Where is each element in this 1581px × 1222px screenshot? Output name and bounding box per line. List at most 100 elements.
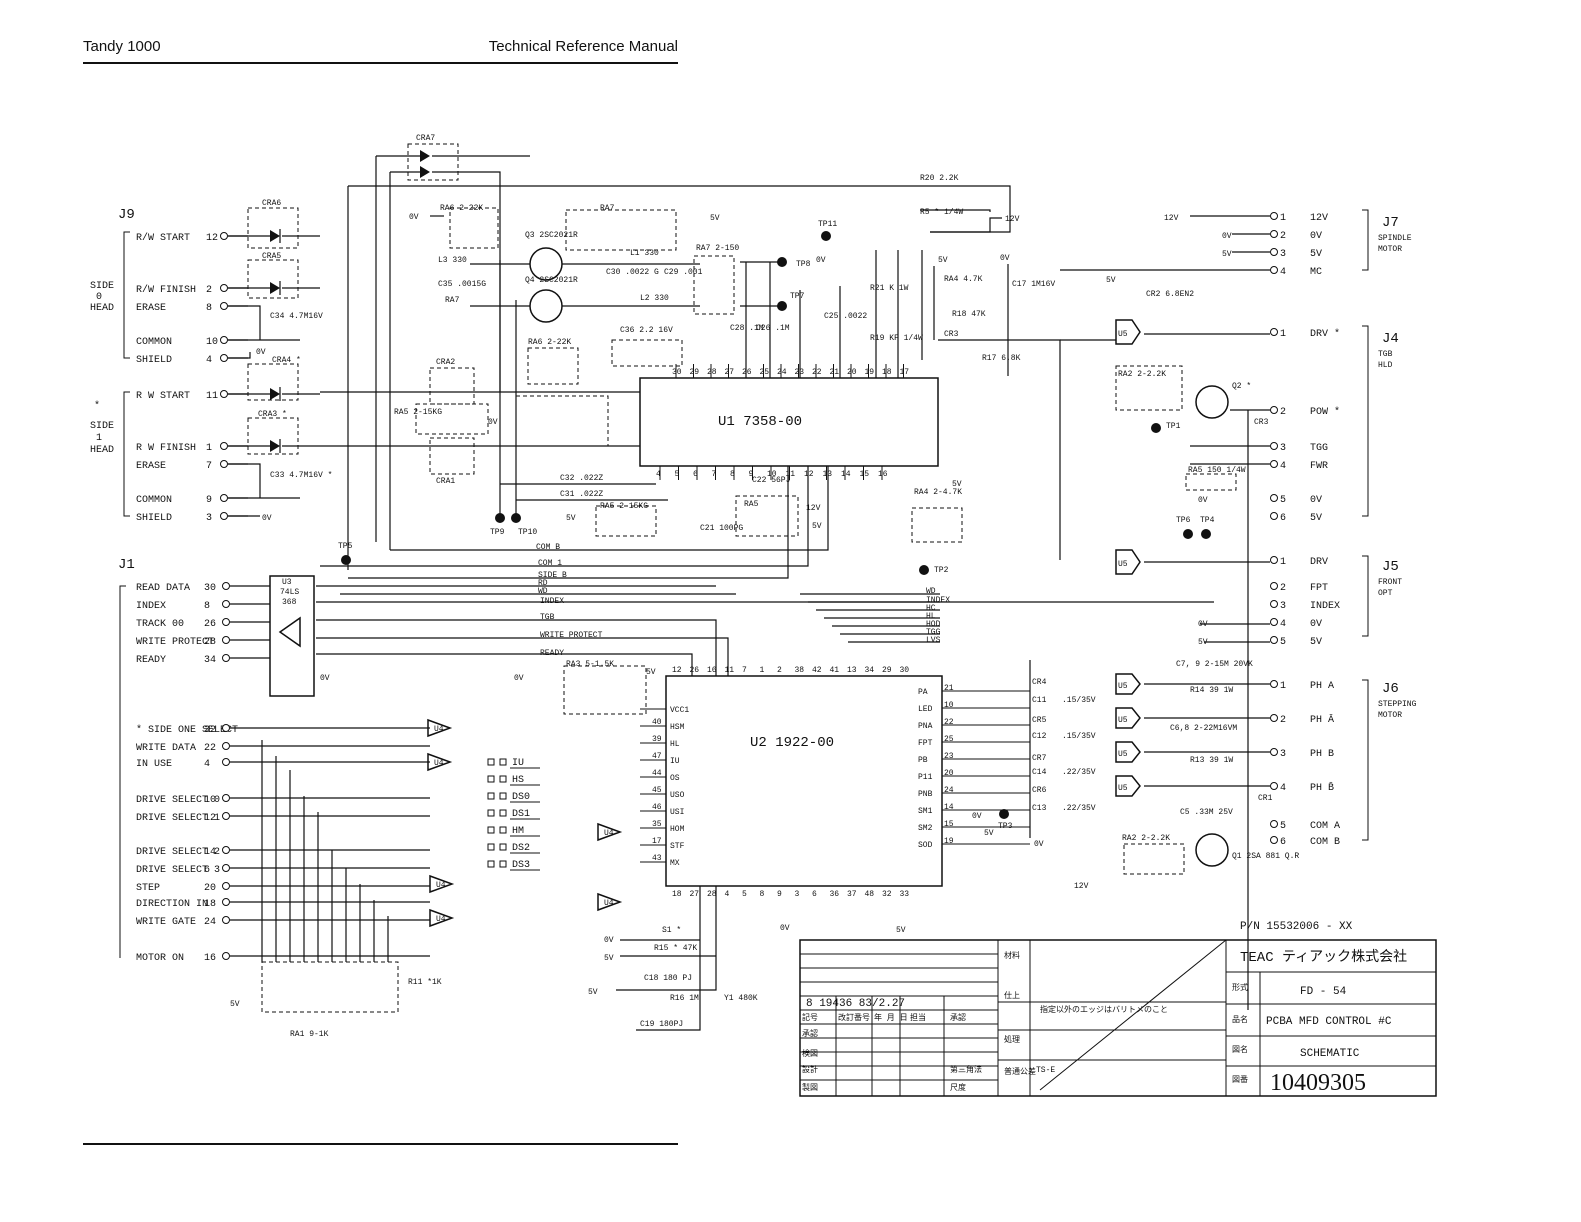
buffer-output-label: IU [512, 758, 524, 769]
j9-pin-name: R W START [136, 391, 190, 402]
svg-text:Q3 2SC2021R: Q3 2SC2021R [525, 231, 578, 240]
j6-pin-number: 5 [1280, 821, 1286, 832]
u2-right-pin-number: 10 [944, 701, 954, 710]
j9-pin-name: ERASE [136, 461, 166, 472]
j1-pin-name: DRIVE SELECT 0 [136, 795, 220, 806]
svg-text:C33 4.7M16V *: C33 4.7M16V * [270, 471, 332, 480]
buffer-output-pin [499, 758, 507, 766]
j4-subtitle: TGB [1378, 350, 1393, 359]
j5-pin-terminal [1270, 556, 1278, 564]
j7-pin-number: 2 [1280, 231, 1286, 242]
j9-pin-number: 4 [206, 355, 212, 366]
u1-top-pin-number: 26 [742, 368, 752, 377]
svg-text:CR5: CR5 [1032, 716, 1047, 725]
u3-chip: U3 74LS 368 0V [269, 575, 330, 697]
j9-pin-number: 2 [206, 285, 212, 296]
header-title-right: Technical Reference Manual [488, 38, 678, 55]
u1-top-pin-number: 27 [725, 368, 735, 377]
svg-text:RA5: RA5 [744, 500, 759, 509]
buffer-output-pin [499, 792, 507, 800]
u2-right-pin-number: 19 [944, 837, 954, 846]
j6-pin-name: PH B [1310, 749, 1334, 760]
j9-pin-name: ERASE [136, 303, 166, 314]
u2-right-pin-name: SOD [918, 841, 933, 850]
j7-pin-terminal [1270, 266, 1278, 274]
u1-top-pin-number: 18 [882, 368, 892, 377]
side1-label-3: HEAD [90, 445, 114, 456]
j9-pin-number: 12 [206, 233, 218, 244]
u2-top-pin-number: 12 [672, 666, 682, 675]
svg-text:HC: HC [926, 604, 936, 613]
nand-gate-label: U5 [1118, 784, 1128, 793]
side0-label-3: HEAD [90, 303, 114, 314]
j1-pin-name: MOTOR ON [136, 953, 184, 964]
j5-subtitle: OPT [1378, 589, 1393, 598]
j9-pin-number: 8 [206, 303, 212, 314]
u2-bottom-passives: S1 * R15 * 47K 0V 5V C18 180 PJ 5V R16 1… [588, 886, 906, 1031]
j9-pin-terminal [220, 232, 228, 240]
j6-pin-name: COM A [1310, 821, 1340, 832]
buffer-gate-label: U4 [436, 915, 446, 924]
svg-text:C36 2.2 16V: C36 2.2 16V [620, 326, 673, 335]
u2-bottom-pin-number: 48 [865, 890, 875, 899]
j7-title: J7 [1382, 215, 1399, 231]
j9-pin-number: 11 [206, 391, 218, 402]
u1-bottom-pin-number: 7 [712, 470, 717, 479]
test-point-label: TP4 [1200, 516, 1215, 525]
signal-bus: COM 1 SIDE B RD WD INDEX TGB WRITE PROTE… [316, 466, 1214, 676]
u1-bottom-pin-number: 11 [786, 470, 796, 479]
j6-pin-name: PH A [1310, 681, 1334, 692]
j1-pin-terminal [222, 724, 230, 732]
u2-bottom-pin-number: 33 [900, 890, 910, 899]
svg-text:5V: 5V [938, 256, 948, 265]
j9-pin-terminal [220, 460, 228, 468]
j1-pin-terminal [222, 898, 230, 906]
u2-left-pin-number: 39 [652, 735, 662, 744]
svg-text:C7, 9 2-15M 20VK: C7, 9 2-15M 20VK [1176, 660, 1253, 669]
j1-pin-number: 16 [204, 953, 216, 964]
j1-pin-number: 32 [204, 725, 216, 736]
u2-bottom-pin-number: 5 [742, 890, 747, 899]
u2-bottom-pin-number: 28 [707, 890, 717, 899]
svg-text:RA5 2-15KG: RA5 2-15KG [600, 502, 648, 511]
svg-text:Y1 480K: Y1 480K [724, 994, 758, 1003]
svg-text:12V: 12V [1074, 882, 1089, 891]
svg-text:R19 KF 1/4W: R19 KF 1/4W [870, 334, 923, 343]
j9-pin-number: 7 [206, 461, 212, 472]
top-bus-lines: R20 2.2K R5 * 1/4W 12V [347, 174, 1020, 570]
j6-pin-terminal [1270, 820, 1278, 828]
j6-pin-name: PH Ā [1310, 713, 1334, 726]
u1-lower-passives: C32 .022Z C31 .022Z RA5 2-15KG 5V C21 10… [390, 466, 963, 575]
buffer-output-pin [499, 826, 507, 834]
u2-right-pin-number: 25 [944, 735, 954, 744]
u2-top-pin-number: 34 [865, 666, 875, 675]
svg-text:CR6: CR6 [1032, 786, 1047, 795]
j5-pin-number: 1 [1280, 557, 1286, 568]
j4-pin-name: FWR [1310, 461, 1328, 472]
buffer-output-label: DS2 [512, 843, 530, 854]
svg-text:R20 2.2K: R20 2.2K [920, 174, 959, 183]
svg-text:C13: C13 [1032, 804, 1047, 813]
svg-text:CRA1: CRA1 [436, 477, 455, 486]
buffer-gate [597, 892, 623, 912]
svg-text:0V: 0V [1034, 840, 1044, 849]
j9-pin-terminal [220, 336, 228, 344]
buffer-output-pin [487, 860, 495, 868]
j5-pin-terminal [1270, 582, 1278, 590]
u1-top-pin-number: 20 [847, 368, 857, 377]
svg-text:5V: 5V [566, 514, 576, 523]
svg-text:TGG: TGG [926, 628, 941, 637]
svg-text:C34 4.7M16V: C34 4.7M16V [270, 312, 323, 321]
svg-text:CRA5: CRA5 [262, 252, 281, 261]
buffer-gate-label: U4 [434, 759, 444, 768]
j1-pin-terminal [222, 618, 230, 626]
j7-pin-name: 12V [1310, 213, 1328, 224]
svg-text:C26 .1M: C26 .1M [756, 324, 790, 333]
svg-text:材料: 材料 [1004, 950, 1020, 961]
svg-text:INDEX: INDEX [540, 597, 564, 606]
u2-top-pin-number: 29 [882, 666, 892, 675]
svg-text:C21 100PG: C21 100PG [700, 524, 743, 533]
j1-pin-name: READY [136, 655, 166, 666]
svg-text:形式: 形式 [1232, 982, 1248, 993]
